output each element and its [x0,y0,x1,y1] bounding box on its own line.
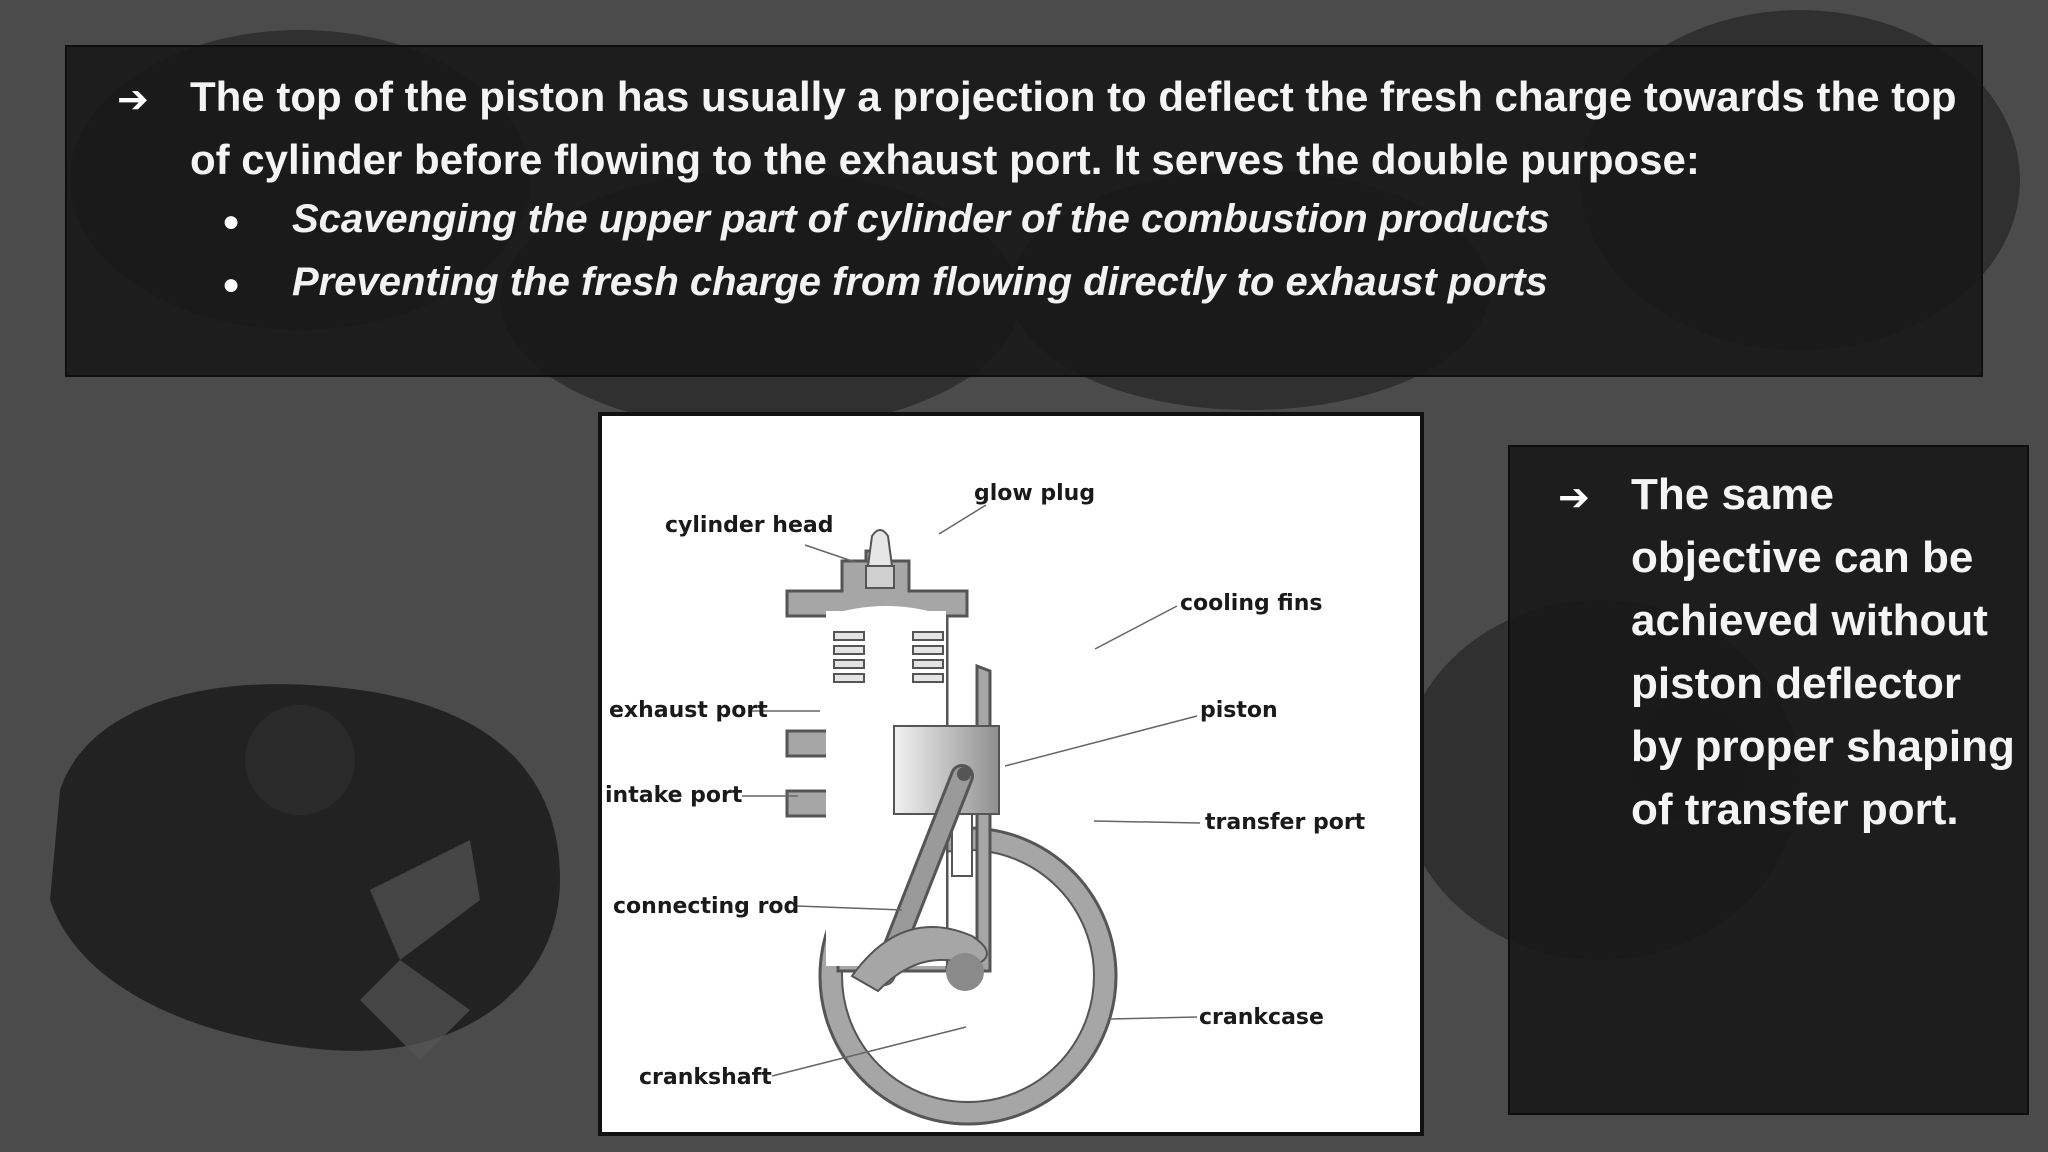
side-text-panel: ➔ The same objective can be achieved wit… [1508,445,2029,1115]
cooling-fins-label: cooling fins [1180,591,1322,616]
sub-bullet-1: Scavenging the upper part of cylinder of… [292,197,1550,241]
side-bullet-text: The same objective can be achieved witho… [1631,470,2015,834]
glow-plug-shape [866,529,894,567]
transfer-port-label: transfer port [1205,810,1366,835]
piston-label: piston [1200,698,1278,723]
exhaust-port-label: exhaust port [609,698,768,723]
crankshaft-label: crankshaft [639,1065,772,1090]
glow-plug-label: glow plug [974,481,1095,506]
bullet-dot-icon: ● [222,205,241,238]
cylinder-head-label: cylinder head [665,513,833,538]
top-text-panel: ➔ The top of the piston has usually a pr… [65,45,1983,377]
main-bullet-text: The top of the piston has usually a proj… [190,73,1957,183]
crankcase-label: crankcase [1199,1005,1324,1030]
sub-bullet-2: Preventing the fresh charge from flowing… [292,260,1548,304]
bullet-dot-icon: ● [222,268,241,301]
arrow-right-icon: ➔ [1558,477,1590,519]
intake-port-label: intake port [605,783,743,808]
connecting-rod-label: connecting rod [613,894,799,919]
two-stroke-engine-diagram: glow plug cylinder head cooling fins exh… [598,412,1424,1136]
crankshaft-shape [946,953,984,991]
arrow-right-icon: ➔ [117,79,149,121]
